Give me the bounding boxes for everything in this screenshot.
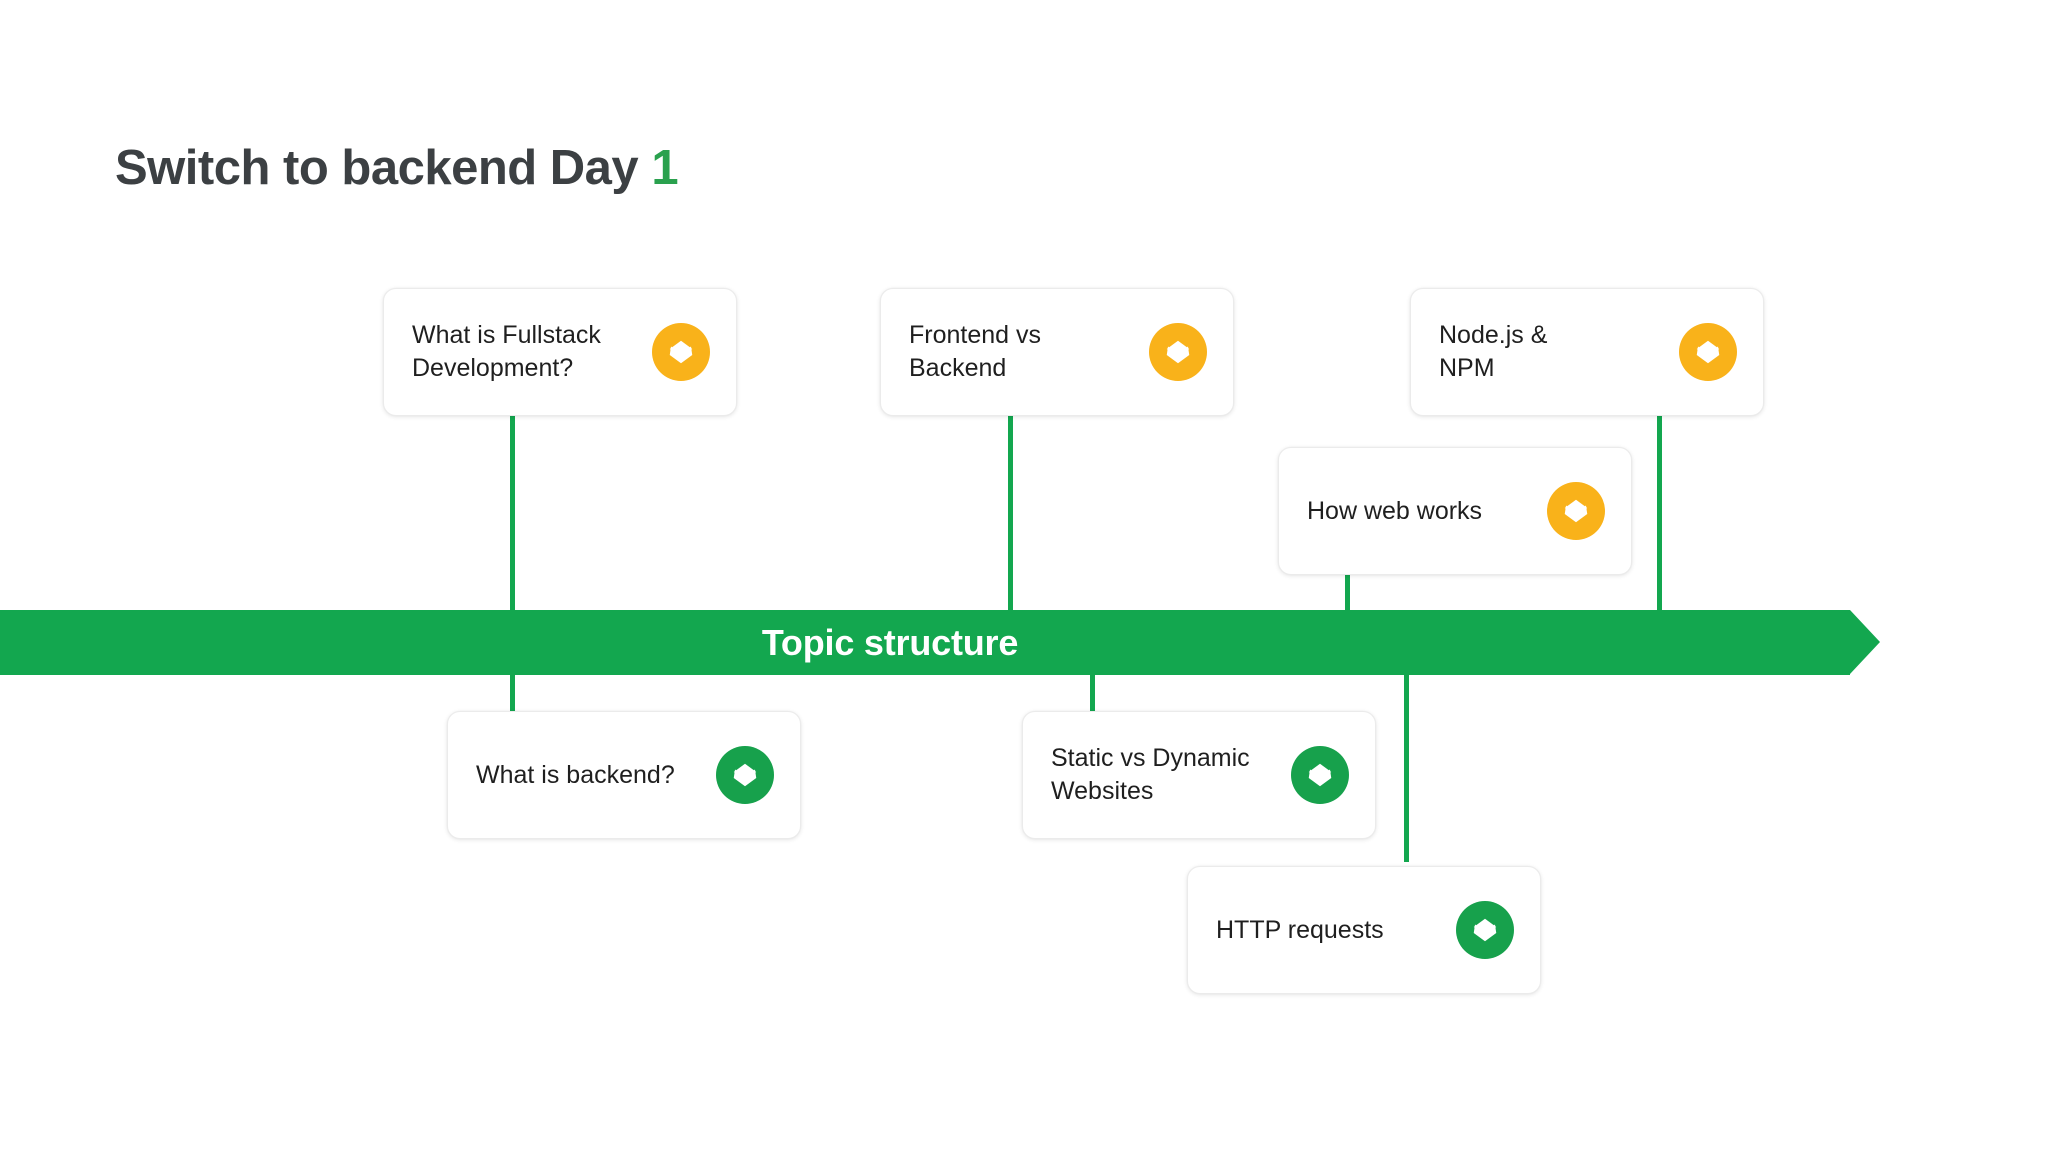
- connector-stem-nodejs: [1657, 415, 1662, 615]
- connector-stem-whatisbackend: [510, 672, 515, 712]
- connector-stem-fullstack: [510, 415, 515, 615]
- topic-card-label: What is backend?: [476, 760, 675, 789]
- topic-card-label: Frontend vs Backend: [909, 321, 1042, 382]
- layers-icon: [1456, 901, 1514, 959]
- topic-card-label: How web works: [1307, 496, 1483, 525]
- topic-card-label: HTTP requests: [1216, 915, 1384, 944]
- timeline-bar: [0, 610, 1850, 675]
- topic-card-label: What is Fullstack Development?: [412, 321, 601, 382]
- connector-stem-staticdynamic: [1090, 672, 1095, 712]
- topic-card-http-requests[interactable]: HTTP requests: [1187, 866, 1541, 994]
- page-title-day-number: 1: [651, 141, 679, 195]
- topic-card-label: Static vs Dynamic Websites: [1051, 744, 1250, 805]
- topic-card-what-is-fullstack-development[interactable]: What is Fullstack Development?: [383, 288, 737, 416]
- page-title: Switch to backend Day 1: [115, 140, 679, 196]
- timeline-arrow-icon: [1850, 610, 1880, 674]
- connector-stem-frontend: [1008, 415, 1013, 615]
- layers-icon: [652, 323, 710, 381]
- topic-card-how-web-works[interactable]: How web works: [1278, 447, 1632, 575]
- layers-icon: [716, 746, 774, 804]
- connector-stem-howweb: [1345, 575, 1350, 615]
- topic-card-frontend-vs-backend[interactable]: Frontend vs Backend: [880, 288, 1234, 416]
- layers-icon: [1679, 323, 1737, 381]
- layers-icon: [1149, 323, 1207, 381]
- topic-card-label: Node.js & NPM: [1439, 321, 1548, 382]
- page-title-text: Switch to backend Day: [115, 141, 639, 195]
- connector-stem-httprequests: [1404, 672, 1409, 862]
- topic-card-what-is-backend[interactable]: What is backend?: [447, 711, 801, 839]
- topic-card-static-vs-dynamic-websites[interactable]: Static vs Dynamic Websites: [1022, 711, 1376, 839]
- topic-card-nodejs-and-npm[interactable]: Node.js & NPM: [1410, 288, 1764, 416]
- layers-icon: [1291, 746, 1349, 804]
- layers-icon: [1547, 482, 1605, 540]
- timeline-label: Topic structure: [761, 621, 1019, 663]
